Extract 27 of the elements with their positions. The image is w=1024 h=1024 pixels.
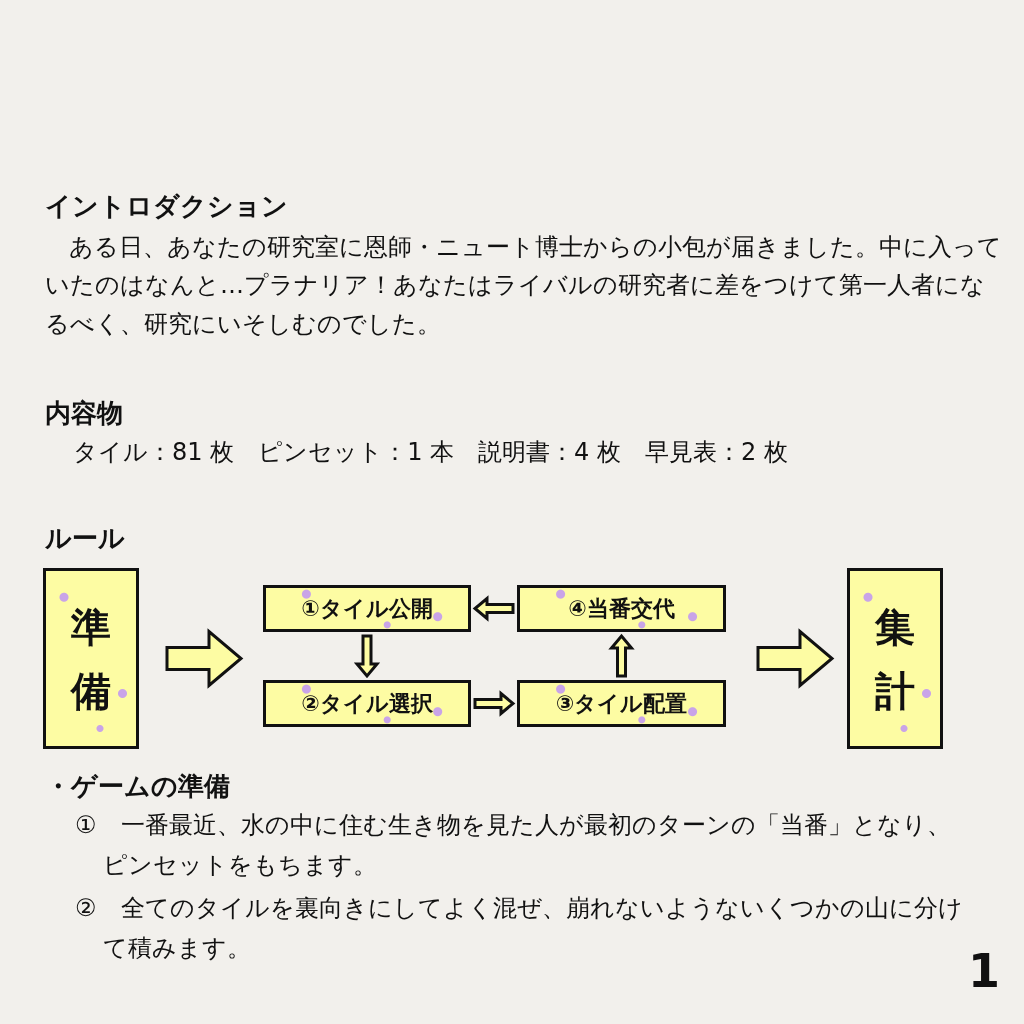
- section-heading: ルール: [45, 522, 126, 555]
- step-box: [517, 585, 726, 632]
- step-box: [43, 568, 139, 749]
- step-label: 準備: [71, 602, 111, 716]
- arrow: [756, 628, 835, 689]
- section-heading: ・ゲームの準備: [45, 770, 231, 803]
- rule-text: ② 全てのタイルを裏向きにしてよく混ぜ、崩れないようないくつかの山に分けて積みます。: [75, 893, 964, 964]
- step-label: 集計: [875, 602, 915, 716]
- step-box: [517, 680, 726, 727]
- arrow: [472, 595, 515, 622]
- arrow: [608, 633, 635, 678]
- step-box: [847, 568, 943, 749]
- arrow: [473, 690, 516, 717]
- page-number: 1: [967, 943, 1000, 1000]
- arrow: [353, 634, 381, 679]
- step-box: [263, 680, 471, 727]
- step-label: ②タイル選択: [301, 689, 433, 718]
- intro-paragraph: ある日、あなたの研究室に恩師・ニュート博士からの小包が届きました。中に入っていたのはなんと…プラナリア！あなたはライバルの研究者に差をつけて第一人者になるべく、研究にいそしむのでした。: [45, 232, 1003, 340]
- step-label: ④当番交代: [568, 594, 675, 623]
- arrow: [165, 628, 244, 689]
- step-label: ①タイル公開: [301, 594, 433, 623]
- rule-text: ① 一番最近、水の中に住む生き物を見た人が最初のターンの「当番」となり、ピンセットをもちます。: [75, 810, 952, 881]
- step-label: ③タイル配置: [555, 689, 688, 718]
- section-heading: イントロダクション: [45, 190, 289, 223]
- step-box: [263, 585, 471, 632]
- section-heading: 内容物: [45, 397, 124, 430]
- contents-list: タイル：81 枚 ピンセット：1 本 説明書：4 枚 早見表：2 枚: [73, 433, 973, 472]
